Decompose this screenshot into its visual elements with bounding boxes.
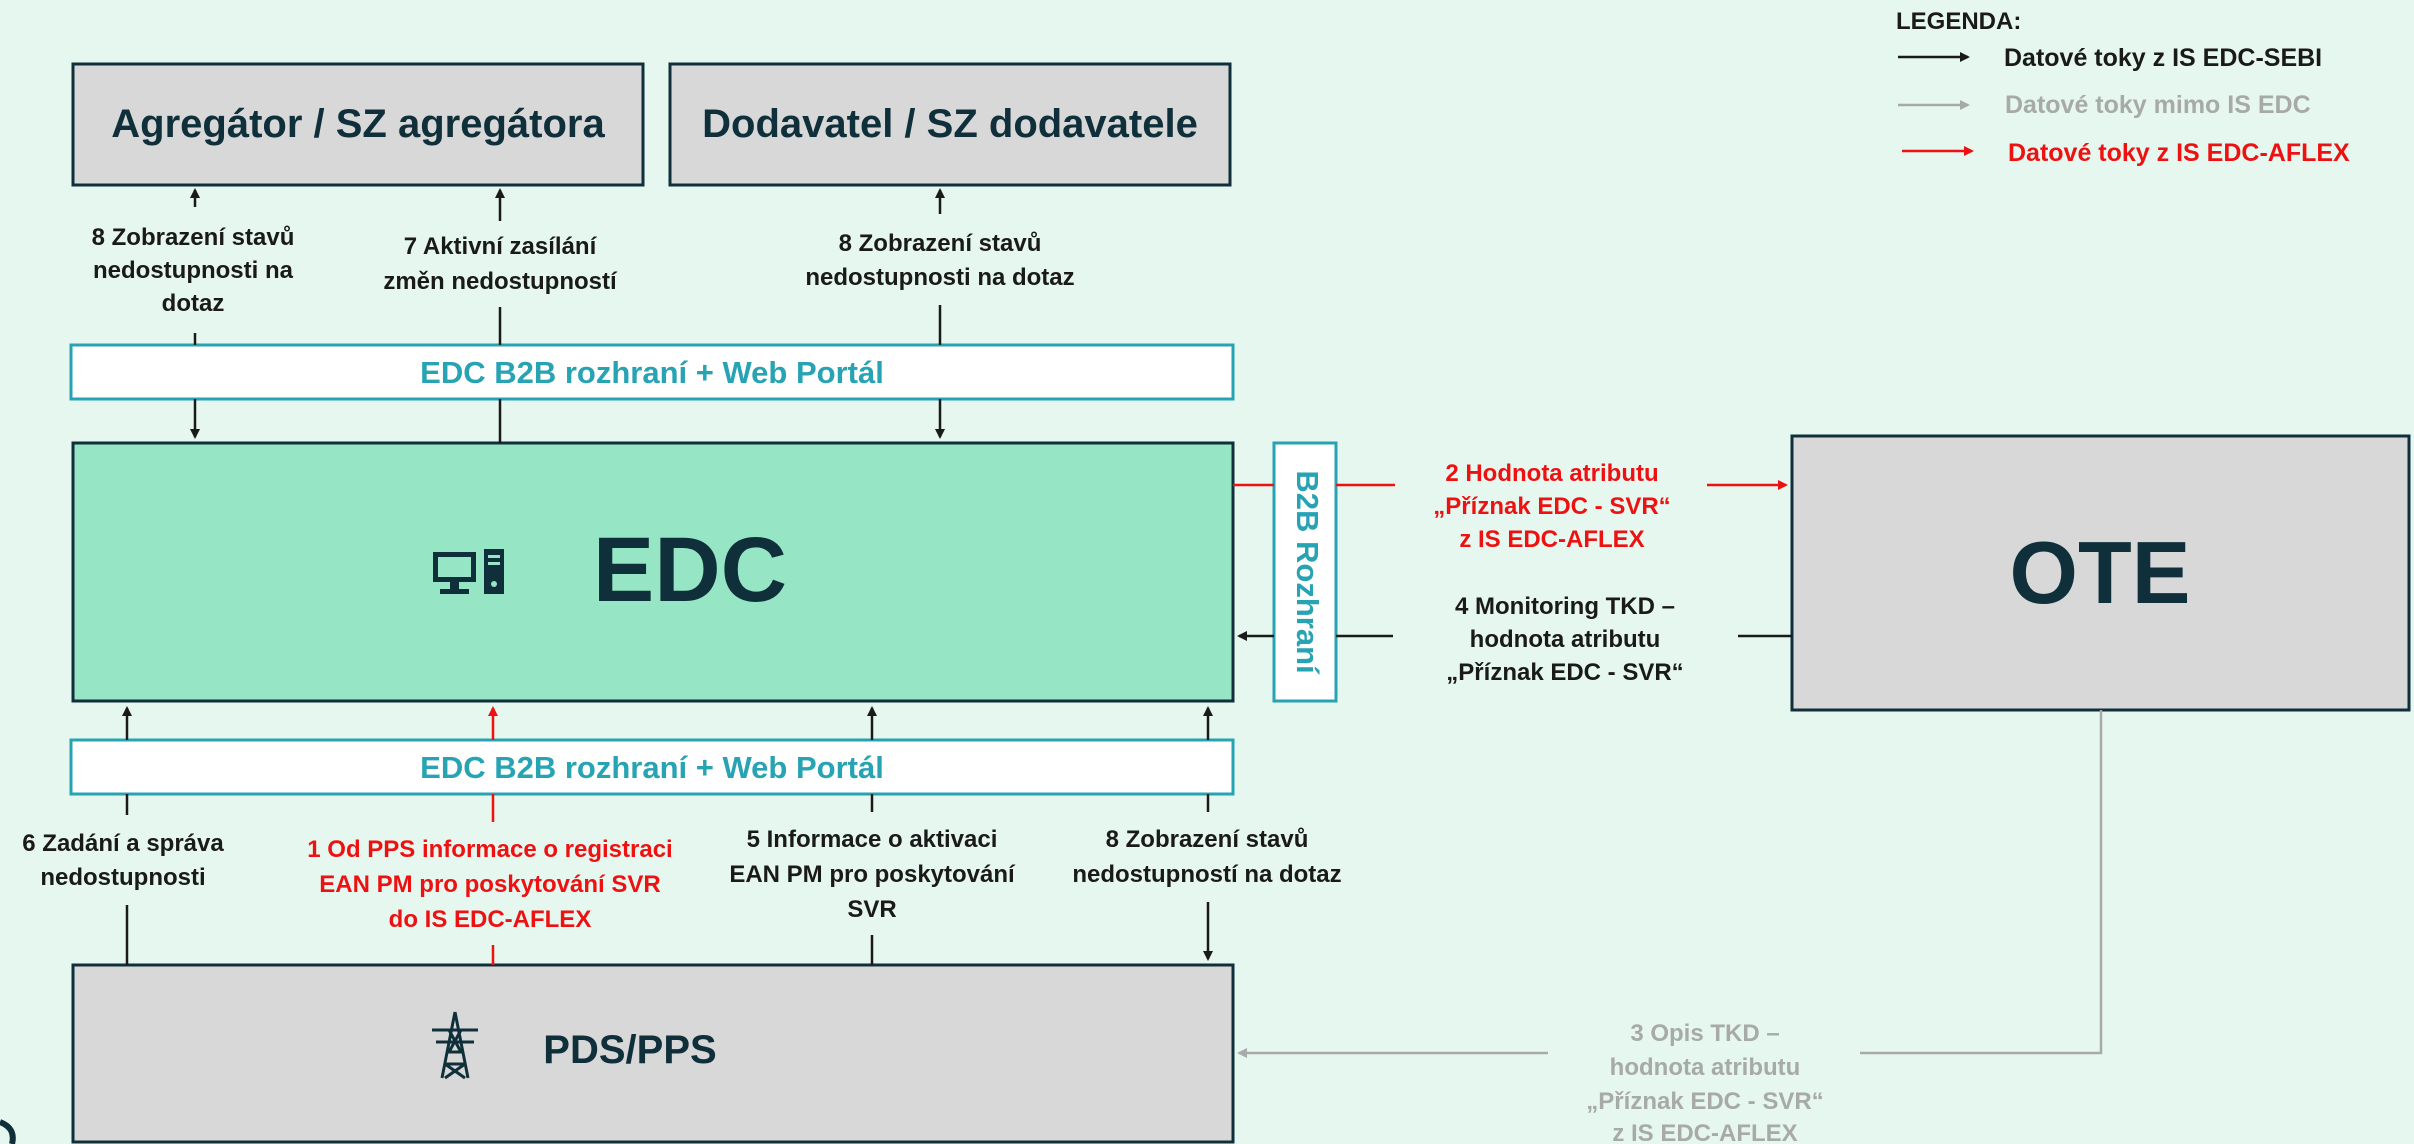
- flow-label-f2: 2 Hodnota atributu „Příznak EDC - SVR“ z…: [1433, 460, 1670, 553]
- pds-box: PDS/PPS: [71, 963, 1235, 1144]
- legend-item-sebi: Datové toky z IS EDC-SEBI: [2004, 44, 2322, 72]
- legend: LEGENDA: Datové toky z IS EDC-SEBI Datov…: [1896, 8, 2350, 167]
- connectors-top: [190, 188, 945, 443]
- flow-label-f3: 3 Opis TKD – hodnota atributu „Příznak E…: [1586, 1020, 1823, 1144]
- flow-label-f1: 1 Od PPS informace o registraci EAN PM p…: [307, 836, 672, 933]
- portal-top-label: EDC B2B rozhraní + Web Portál: [420, 355, 884, 390]
- connectors-side: [1233, 480, 2103, 1058]
- legend-item-outside: Datové toky mimo IS EDC: [2005, 91, 2311, 119]
- pds-box-title: PDS/PPS: [543, 1028, 716, 1072]
- flow-label-f8-pds: 8 Zobrazení stavů nedostupností na dotaz: [1072, 826, 1341, 888]
- flow-label-line: hodnota atributu: [1610, 1054, 1801, 1081]
- computer-tower-icon: [433, 549, 504, 594]
- flow-label-line: změn nedostupností: [383, 268, 618, 295]
- legend-title: LEGENDA:: [1896, 8, 2021, 35]
- power-pylon-icon: [432, 1011, 478, 1080]
- flow-label-line: 6 Zadání a správa: [22, 830, 224, 857]
- flow-label-line: EAN PM pro poskytování SVR: [319, 871, 660, 898]
- flow-label-line: 8 Zobrazení stavů: [92, 224, 295, 251]
- agregator-box-title: Agregátor / SZ agregátora: [111, 102, 605, 146]
- flow-label-f6: 6 Zadání a správa nedostupnosti: [22, 830, 224, 891]
- flow-label-line: z IS EDC-AFLEX: [1612, 1120, 1797, 1144]
- flow-label-f8-agregator: 8 Zobrazení stavů nedostupnosti na dotaz: [92, 224, 295, 317]
- flow-label-f5: 5 Informace o aktivaci EAN PM pro poskyt…: [729, 826, 1016, 923]
- flow-label-line: nedostupnosti na: [93, 257, 294, 284]
- legend-item-aflex: Datové toky z IS EDC-AFLEX: [2008, 139, 2350, 167]
- flow-label-f4: 4 Monitoring TKD – hodnota atributu „Pří…: [1446, 593, 1683, 686]
- portal-bottom-label: EDC B2B rozhraní + Web Portál: [420, 750, 884, 785]
- flow-label-line: 4 Monitoring TKD –: [1455, 593, 1675, 620]
- flow-label-line: 7 Aktivní zasílání: [404, 233, 598, 260]
- flow-label-line: hodnota atributu: [1470, 626, 1661, 653]
- portal-bottom: EDC B2B rozhraní + Web Portál: [69, 738, 1235, 796]
- flow-label-line: z IS EDC-AFLEX: [1459, 526, 1644, 553]
- flow-label-line: EAN PM pro poskytování: [729, 861, 1016, 888]
- flow-label-line: 1 Od PPS informace o registraci: [307, 836, 672, 863]
- edc-box-title: EDC: [593, 519, 787, 621]
- dodavatel-box: Dodavatel / SZ dodavatele: [668, 62, 1232, 187]
- connectors-bottom: [122, 706, 1213, 965]
- flow-label-line: „Příznak EDC - SVR“: [1446, 659, 1683, 686]
- dodavatel-box-title: Dodavatel / SZ dodavatele: [702, 102, 1198, 146]
- flow-label-line: 8 Zobrazení stavů: [839, 230, 1042, 257]
- b2b-vertical-box: B2B Rozhraní: [1272, 441, 1338, 703]
- flow-label-line: nedostupnosti: [40, 864, 205, 891]
- logo-fragment: [0, 1119, 16, 1144]
- flow-label-line: „Příznak EDC - SVR“: [1586, 1088, 1823, 1115]
- ote-box: OTE: [1790, 434, 2411, 712]
- flow-label-line: nedostupnosti na dotaz: [805, 264, 1074, 291]
- flow-label-line: nedostupností na dotaz: [1072, 861, 1341, 888]
- flow-label-line: „Příznak EDC - SVR“: [1433, 493, 1670, 520]
- line-f3-ote: [1860, 710, 2103, 1055]
- flow-label-line: dotaz: [162, 290, 225, 317]
- flow-label-line: SVR: [847, 896, 896, 923]
- flow-label-f8-dodavatel: 8 Zobrazení stavů nedostupnosti na dotaz: [805, 230, 1074, 291]
- ote-box-title: OTE: [2010, 523, 2191, 622]
- edc-box: EDC: [71, 441, 1235, 703]
- b2b-vertical-label: B2B Rozhraní: [1290, 470, 1325, 675]
- flow-label-line: 8 Zobrazení stavů: [1106, 826, 1309, 853]
- flow-label-line: 5 Informace o aktivaci: [747, 826, 998, 853]
- flow-label-f7: 7 Aktivní zasílání změn nedostupností: [383, 233, 618, 295]
- portal-top: EDC B2B rozhraní + Web Portál: [69, 343, 1235, 401]
- flow-label-line: 2 Hodnota atributu: [1445, 460, 1658, 487]
- flow-label-line: 3 Opis TKD –: [1630, 1020, 1779, 1047]
- agregator-box: Agregátor / SZ agregátora: [71, 62, 645, 187]
- flow-label-line: do IS EDC-AFLEX: [389, 906, 592, 933]
